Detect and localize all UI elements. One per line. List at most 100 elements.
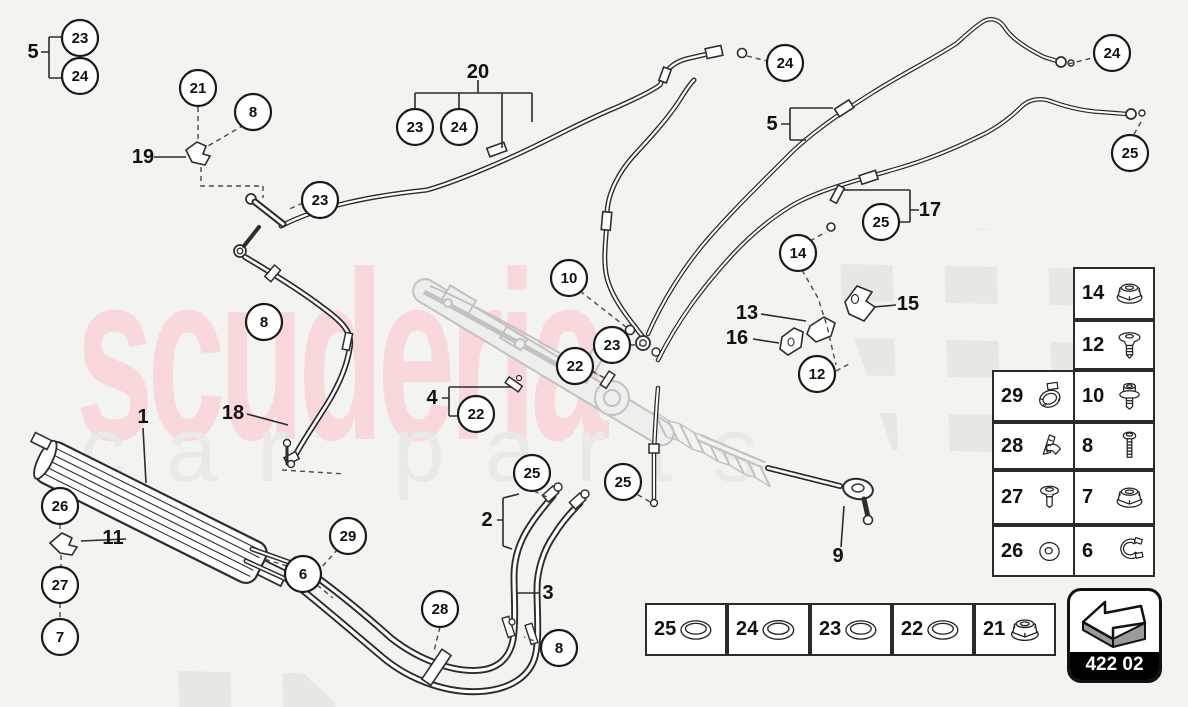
part-label-20: 20 (467, 61, 489, 83)
steering-rack-faded-illustration (412, 278, 771, 488)
callout-number: 28 (432, 601, 449, 618)
parts-grid-cell-14[interactable]: 14 (1073, 267, 1155, 320)
parts-grid-cell-29[interactable]: 29 (992, 370, 1075, 422)
part-label-16: 16 (726, 327, 748, 349)
washer-icon (1031, 533, 1068, 570)
leader-lines (41, 36, 919, 594)
callout-number: 25 (873, 214, 890, 231)
part-label-5: 5 (766, 113, 777, 135)
part-group-badge[interactable]: 422 02 (1067, 588, 1162, 683)
callout-8[interactable]: 8 (233, 92, 273, 132)
part-number: 7 (1082, 486, 1094, 508)
callout-23[interactable]: 23 (60, 18, 100, 58)
callout-22[interactable]: 22 (456, 394, 496, 434)
part-number: 27 (1001, 486, 1024, 508)
part-number: 29 (1001, 384, 1024, 407)
callout-number: 26 (52, 498, 69, 515)
part-number: 12 (1082, 333, 1105, 356)
part-number: 23 (819, 618, 842, 640)
flange-nut-icon (1005, 609, 1045, 651)
callout-number: 23 (407, 119, 424, 136)
callout-number: 12 (809, 366, 826, 383)
part-label-11: 11 (102, 527, 123, 549)
part-number: 14 (1082, 282, 1105, 304)
callout-25[interactable]: 25 (1110, 133, 1150, 173)
callout-26[interactable]: 26 (40, 486, 80, 526)
legend-cell-21[interactable]: 21 (974, 603, 1056, 656)
callout-8[interactable]: 8 (244, 302, 284, 342)
part-label-13: 13 (736, 302, 758, 324)
callout-24[interactable]: 24 (60, 56, 100, 96)
legend-cell-24[interactable]: 24 (727, 603, 810, 656)
round-bolt-icon (1111, 428, 1148, 465)
part-label-17: 17 (919, 199, 941, 221)
callout-number: 6 (299, 566, 307, 583)
oring-icon (758, 609, 799, 651)
callout-number: 24 (777, 55, 794, 72)
callout-number: 24 (72, 68, 89, 85)
flange-nut-icon (1111, 479, 1148, 516)
part-label-1: 1 (137, 406, 148, 428)
band-clamp-icon (1111, 533, 1148, 570)
callout-23[interactable]: 23 (592, 325, 632, 365)
legend-cell-25[interactable]: 25 (645, 603, 727, 656)
legend-cell-22[interactable]: 22 (892, 603, 974, 656)
part-label-5: 5 (27, 41, 38, 63)
callout-23[interactable]: 23 (395, 107, 435, 147)
pan-screw-icon (1031, 479, 1068, 516)
callout-25[interactable]: 25 (603, 462, 643, 502)
back-arrow-3d-icon (1070, 591, 1159, 652)
callout-24[interactable]: 24 (439, 107, 479, 147)
callout-number: 10 (561, 270, 578, 287)
callout-6[interactable]: 6 (283, 554, 323, 594)
callout-21[interactable]: 21 (178, 68, 218, 108)
callout-8[interactable]: 8 (539, 628, 579, 668)
callout-25[interactable]: 25 (512, 453, 552, 493)
dashed-leader-lines (59, 55, 1142, 652)
callout-12[interactable]: 12 (797, 354, 837, 394)
parts-grid-cell-26[interactable]: 26 (992, 525, 1075, 577)
parts-grid-cell-28[interactable]: 28 (992, 422, 1075, 470)
part-number: 6 (1082, 539, 1094, 562)
callout-number: 21 (190, 80, 207, 97)
parts-grid-cell-27[interactable]: 27 (992, 470, 1075, 525)
callout-23[interactable]: 23 (300, 180, 340, 220)
callout-number: 8 (260, 314, 268, 331)
callout-number: 27 (52, 577, 69, 594)
part-number: 28 (1001, 434, 1024, 457)
callout-number: 7 (56, 629, 64, 646)
rivet-icon (1111, 327, 1148, 364)
callout-10[interactable]: 10 (549, 258, 589, 298)
parts-grid-cell-10[interactable]: 10 (1073, 370, 1155, 422)
callout-22[interactable]: 22 (555, 346, 595, 386)
part-number: 22 (901, 618, 924, 640)
part-label-4: 4 (426, 387, 438, 409)
callout-number: 14 (790, 245, 807, 262)
part-label-15: 15 (897, 293, 919, 315)
callout-27[interactable]: 27 (40, 565, 80, 605)
parts-grid-cell-6[interactable]: 6 (1073, 525, 1155, 577)
callout-28[interactable]: 28 (420, 589, 460, 629)
parts-grid-cell-7[interactable]: 7 (1073, 470, 1155, 525)
callout-24[interactable]: 24 (1092, 33, 1132, 73)
part-number: 25 (654, 618, 677, 640)
spring-clip-icon (1031, 428, 1068, 465)
part-label-3: 3 (542, 582, 553, 604)
part-number: 26 (1001, 539, 1024, 562)
oring-icon (923, 609, 963, 651)
callout-7[interactable]: 7 (40, 617, 80, 657)
callout-14[interactable]: 14 (778, 233, 818, 273)
callout-24[interactable]: 24 (765, 43, 805, 83)
part-label-9: 9 (832, 545, 843, 567)
legend-cell-23[interactable]: 23 (810, 603, 892, 656)
oil-cooler (29, 431, 293, 588)
callout-29[interactable]: 29 (328, 516, 368, 556)
parts-grid-cell-8[interactable]: 8 (1073, 422, 1155, 470)
diagram-artwork (29, 17, 1146, 696)
part-label-2: 2 (481, 509, 492, 531)
callout-25[interactable]: 25 (861, 202, 901, 242)
callout-number: 24 (451, 119, 468, 136)
parts-grid-cell-12[interactable]: 12 (1073, 320, 1155, 370)
